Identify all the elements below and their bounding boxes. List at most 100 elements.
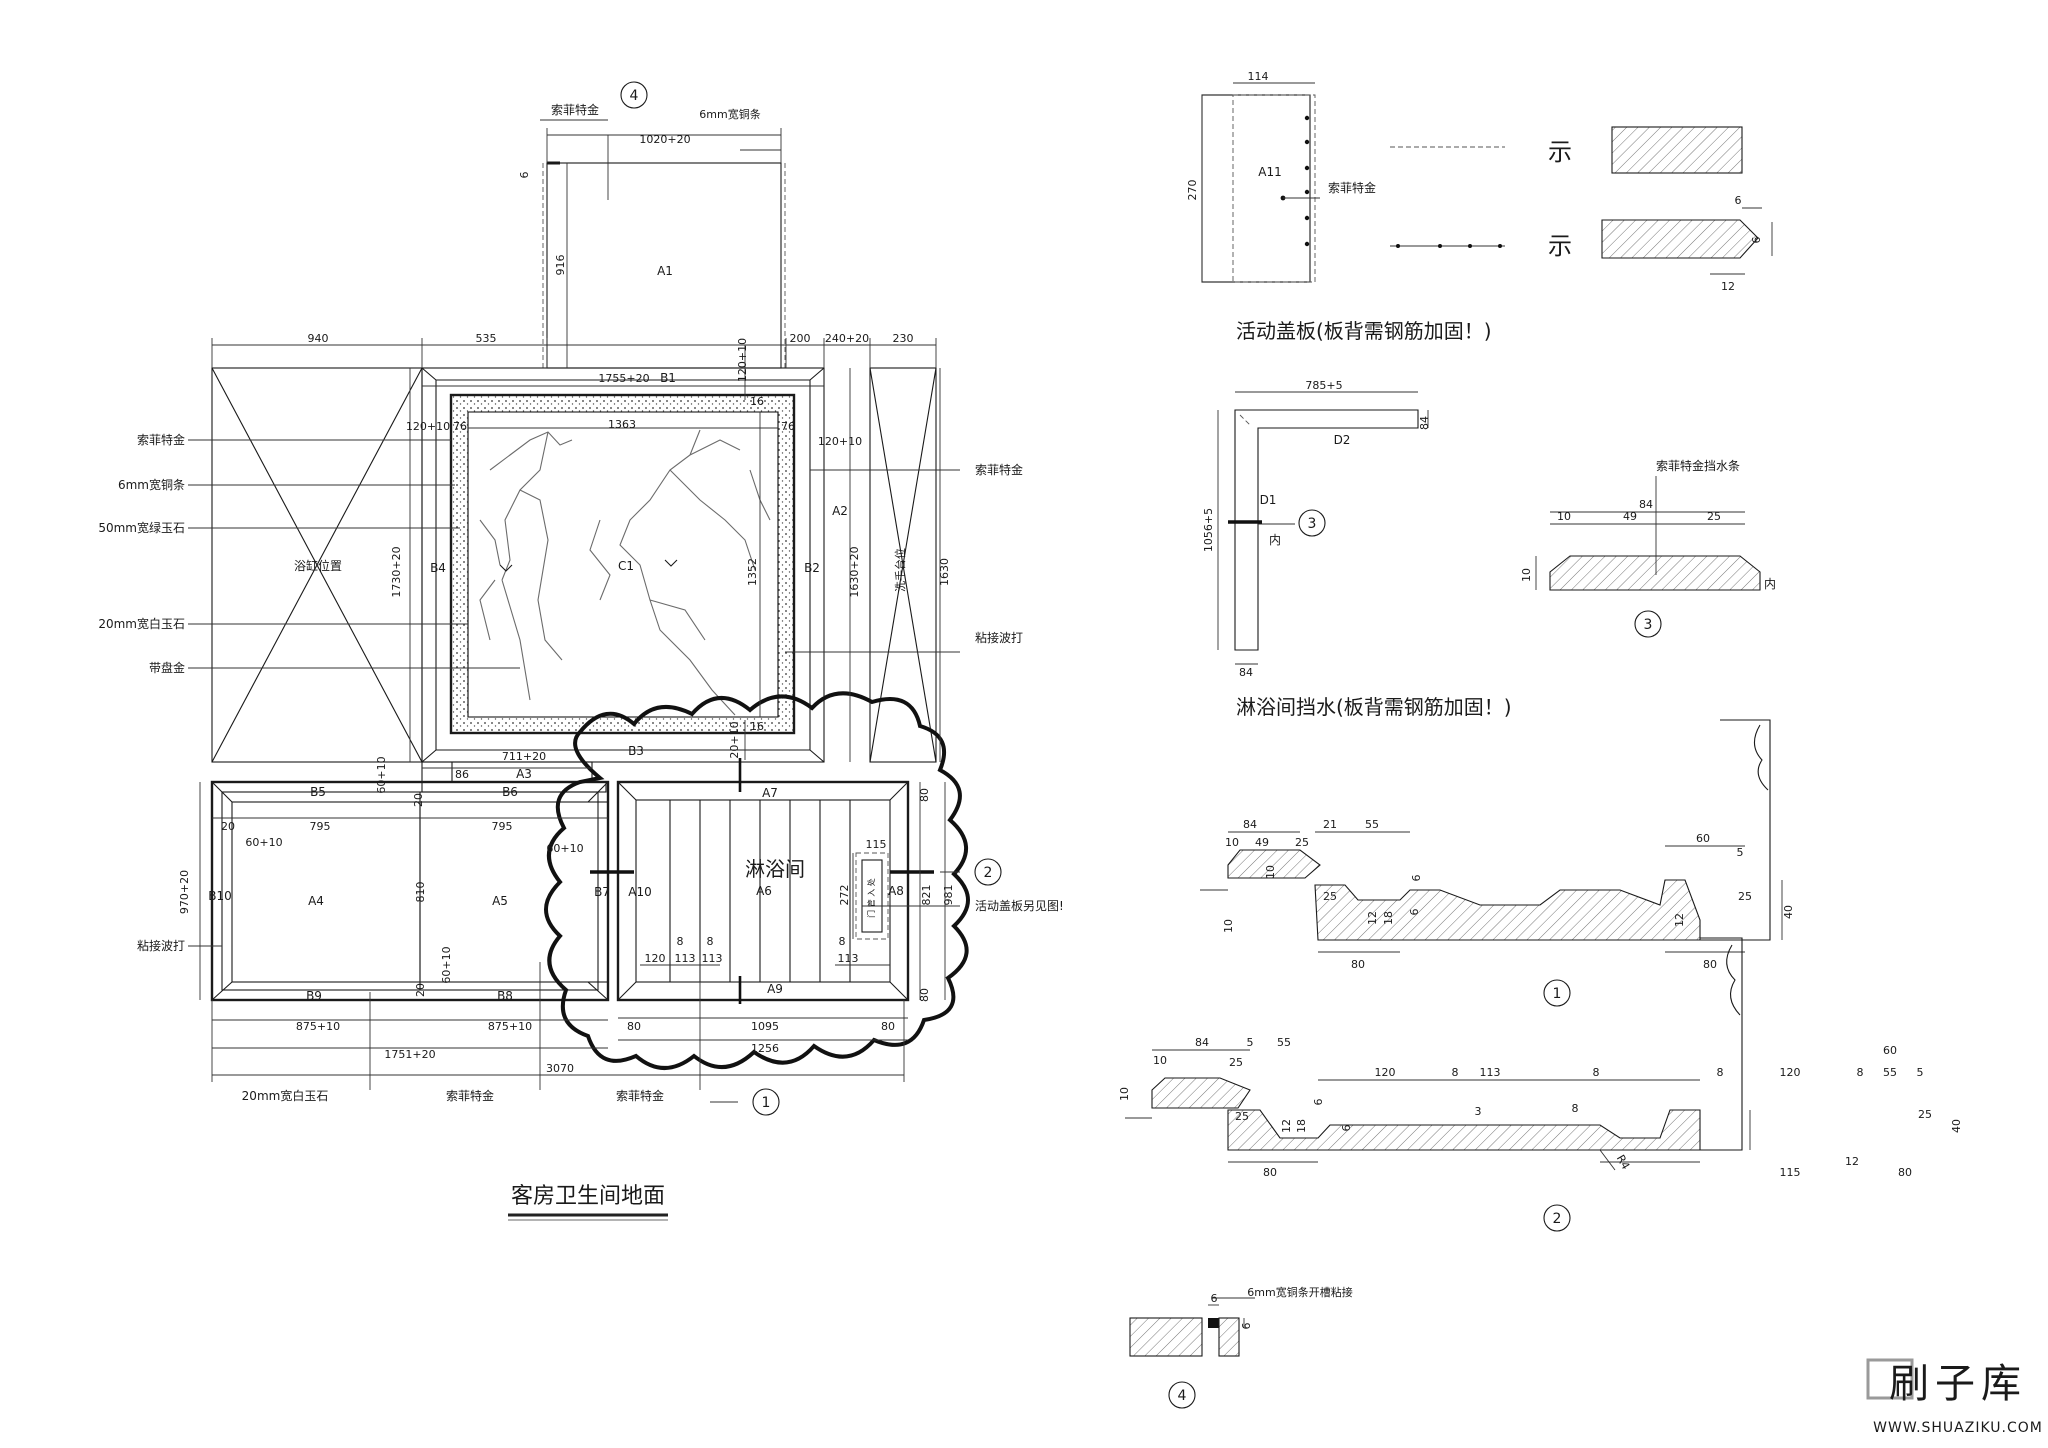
- dim-s-80a: 80: [918, 788, 931, 802]
- dim-s-8b: 8: [707, 935, 714, 948]
- callout-plan-1: 1: [762, 1095, 771, 1111]
- plan-geometry: [210, 161, 970, 1070]
- dim-b1-1755: 1755+20: [598, 372, 649, 385]
- dim-s1-40: 40: [1782, 905, 1795, 919]
- dim-gs-84: 84: [1639, 498, 1653, 511]
- dim-s1-10: 10: [1225, 836, 1239, 849]
- dim-s1-84: 84: [1243, 818, 1257, 831]
- callout-sec-1: 1: [1553, 986, 1562, 1002]
- dim-s2-5: 5: [1247, 1036, 1254, 1049]
- mark-b9: B9: [306, 989, 322, 1003]
- dim-b1-120-10: 120+10: [736, 338, 749, 382]
- callout-plan-2-circle: [974, 858, 1002, 886]
- plan-dimension-lines: [188, 119, 960, 1103]
- dim-b9-875b: 875+10: [488, 1020, 532, 1033]
- dim-s2-8a: 8: [1452, 1066, 1459, 1079]
- shower-guard-detail: [1217, 391, 1761, 665]
- mark-b1: B1: [660, 371, 676, 385]
- mark-d2: D2: [1334, 433, 1351, 447]
- dim-s1-21: 21: [1323, 818, 1337, 831]
- dim-s2-80a: 80: [1263, 1166, 1277, 1179]
- dim-s-80c: 80: [627, 1020, 641, 1033]
- note-20mm-left: 20mm宽白玉石: [98, 616, 185, 631]
- dim-s2-10b: 10: [1118, 1087, 1131, 1101]
- labels-layer: 客房卫生间地面淋浴间活动盖板(板背需钢筋加固！)淋浴间挡水(板背需钢筋加固！)示…: [98, 102, 1776, 1299]
- dim-s1-80a: 80: [1351, 958, 1365, 971]
- dim-s1-80b: 80: [1703, 958, 1717, 971]
- mark-a10: A10: [628, 885, 651, 899]
- dim-s2-12b: 12: [1845, 1155, 1859, 1168]
- dim-gd-1056: 1056+5: [1202, 508, 1215, 552]
- panel-a6: [616, 780, 910, 1002]
- mark-b3: B3: [628, 744, 644, 758]
- dim-b9-875a: 875+10: [296, 1020, 340, 1033]
- watermark-brand: 刷子库: [1889, 1361, 2027, 1407]
- shower-guard-title: 淋浴间挡水(板背需钢筋加固！): [1236, 695, 1512, 719]
- dim-l-120-10: 120+10: [406, 420, 450, 433]
- dim-a3-86: 86: [455, 768, 469, 781]
- mark-b6: B6: [502, 785, 518, 799]
- callout-guard-3a-circle: [1298, 509, 1326, 537]
- note-20mm-bottom: 20mm宽白玉石: [242, 1088, 329, 1103]
- dim-s2-113: 113: [1480, 1066, 1501, 1079]
- watermark: 刷子库 WWW.SHUAZIKU.COM: [1866, 1358, 2043, 1436]
- dim-s-120: 120: [645, 952, 666, 965]
- dim-s1-6: 6: [1408, 909, 1421, 916]
- section-2-detail: [1125, 937, 1751, 1171]
- note-cover-sofia: 索菲特金: [1328, 180, 1376, 195]
- watermark-url: WWW.SHUAZIKU.COM: [1873, 1420, 2043, 1436]
- note-sofia-top: 索菲特金: [551, 102, 599, 117]
- dim-b-1751: 1751+20: [384, 1048, 435, 1061]
- dim-v-20-10: 20+10: [728, 721, 741, 758]
- mark-a11: A11: [1258, 165, 1281, 179]
- dim-v-1352: 1352: [746, 558, 759, 586]
- dim-l-76: 76: [453, 420, 467, 433]
- mark-a3: A3: [516, 767, 532, 781]
- nei-label-2: 内: [1764, 577, 1776, 591]
- dim-s1-60: 60: [1696, 832, 1710, 845]
- mark-a8: A8: [888, 884, 904, 898]
- dim-b-3070: 3070: [546, 1062, 574, 1075]
- note-sofia-b1: 索菲特金: [446, 1088, 494, 1103]
- dim-a3-711: 711+20: [502, 750, 546, 763]
- dim-top-1020: 1020+20: [639, 133, 690, 146]
- dim-s1-12: 12: [1366, 911, 1379, 925]
- dim-s2-8b: 8: [1593, 1066, 1600, 1079]
- note-6mm-top: 6mm宽铜条: [699, 107, 760, 121]
- shower-room-label: 淋浴间: [745, 857, 805, 881]
- dim-s4-6b: 6: [1240, 1323, 1253, 1330]
- dim-r-16: 16: [750, 395, 764, 408]
- cover-plate-detail: [1201, 82, 1773, 283]
- dim-v-1730: 1730+20: [390, 546, 403, 597]
- dim-s2-8c: 8: [1717, 1066, 1724, 1079]
- dim-s-113b: 113: [702, 952, 723, 965]
- callout-guard-3b-circle: [1634, 610, 1662, 638]
- dim-s1-25c: 25: [1738, 890, 1752, 903]
- dim-s2-120b: 120: [1780, 1066, 1801, 1079]
- dim-cv-114: 114: [1248, 70, 1269, 83]
- dim-a4-20b: 20: [414, 983, 427, 997]
- dim-s2-r: R4: [1614, 1153, 1633, 1172]
- dim-s1-10c: 10: [1222, 919, 1235, 933]
- dim-s2-6: 6: [1312, 1099, 1325, 1106]
- dim-s2-25c: 25: [1918, 1108, 1932, 1121]
- nei-label-1: 内: [1269, 533, 1281, 547]
- section-4-detail: [1129, 1297, 1255, 1357]
- dim-s-8a: 8: [677, 935, 684, 948]
- center-square: [421, 367, 825, 763]
- dim-top-6: 6: [518, 172, 531, 179]
- dim-gs-49: 49: [1623, 510, 1637, 523]
- note-glue-right: 粘接波打: [975, 630, 1023, 645]
- callout-sec-4: 4: [1178, 1388, 1187, 1404]
- dim-hs-12: 12: [1721, 280, 1735, 293]
- dim-s-8c: 8: [839, 935, 846, 948]
- mark-a6: A6: [756, 884, 772, 898]
- callout-plan-4-circle: [620, 81, 648, 109]
- dim-s1-12b: 12: [1673, 913, 1686, 927]
- dim-s1-10b: 10: [1264, 865, 1277, 879]
- dim-s-113c: 113: [838, 952, 859, 965]
- dim-gs-10: 10: [1557, 510, 1571, 523]
- callout-sec-1-circle: [1543, 979, 1571, 1007]
